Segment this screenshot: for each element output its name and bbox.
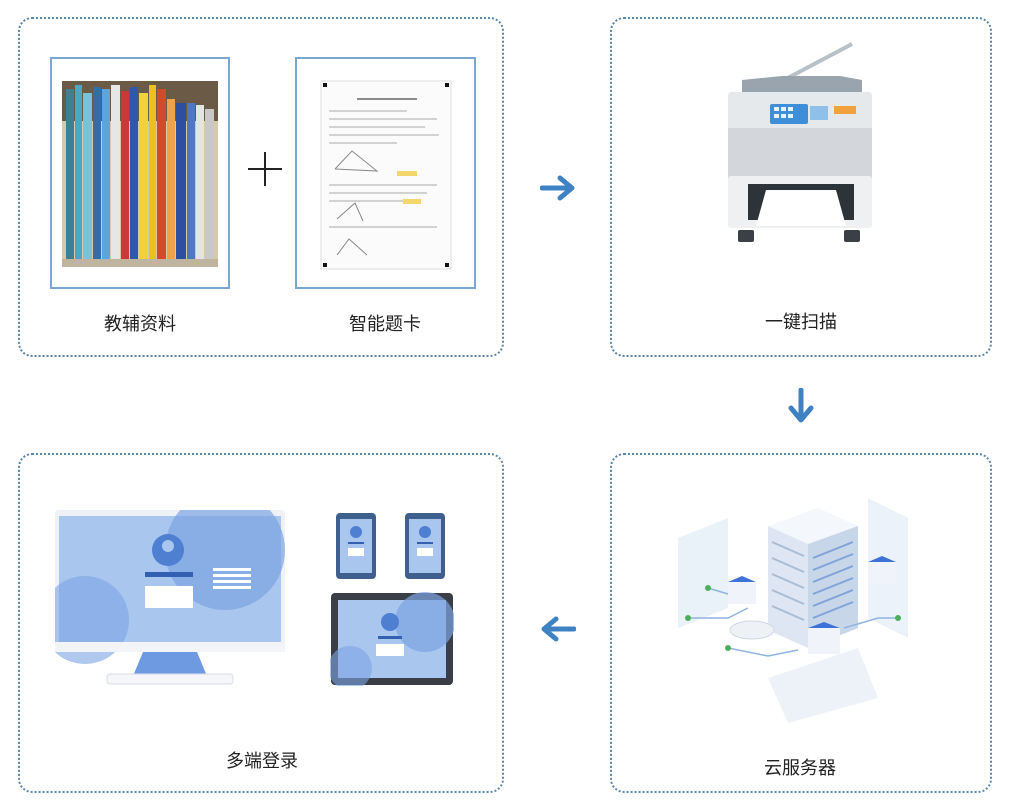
answer-sheet-icon [320,80,452,270]
panel-server [610,453,992,793]
arrow-left-icon [541,616,576,642]
phone-icon [336,513,376,579]
answer-card-frame [295,57,476,289]
plus-icon [248,152,282,186]
panel-login [18,453,504,793]
arrow-down-icon [788,388,814,423]
answer-card-label: 智能题卡 [349,314,421,335]
monitor-icon [55,510,285,685]
tablet-icon [330,592,454,686]
materials-frame [50,57,230,289]
server-label: 云服务器 [764,758,836,779]
books-icon [62,81,218,267]
panel-materials [18,17,504,357]
printer-scanner-icon [728,42,872,242]
arrow-right-icon [540,175,575,201]
panel-scan [610,17,992,357]
login-label: 多端登录 [226,751,298,772]
phone-icon-2 [405,513,445,579]
cloud-server-icon [678,498,908,723]
materials-label: 教辅资料 [104,314,176,335]
scan-label: 一键扫描 [765,312,837,333]
